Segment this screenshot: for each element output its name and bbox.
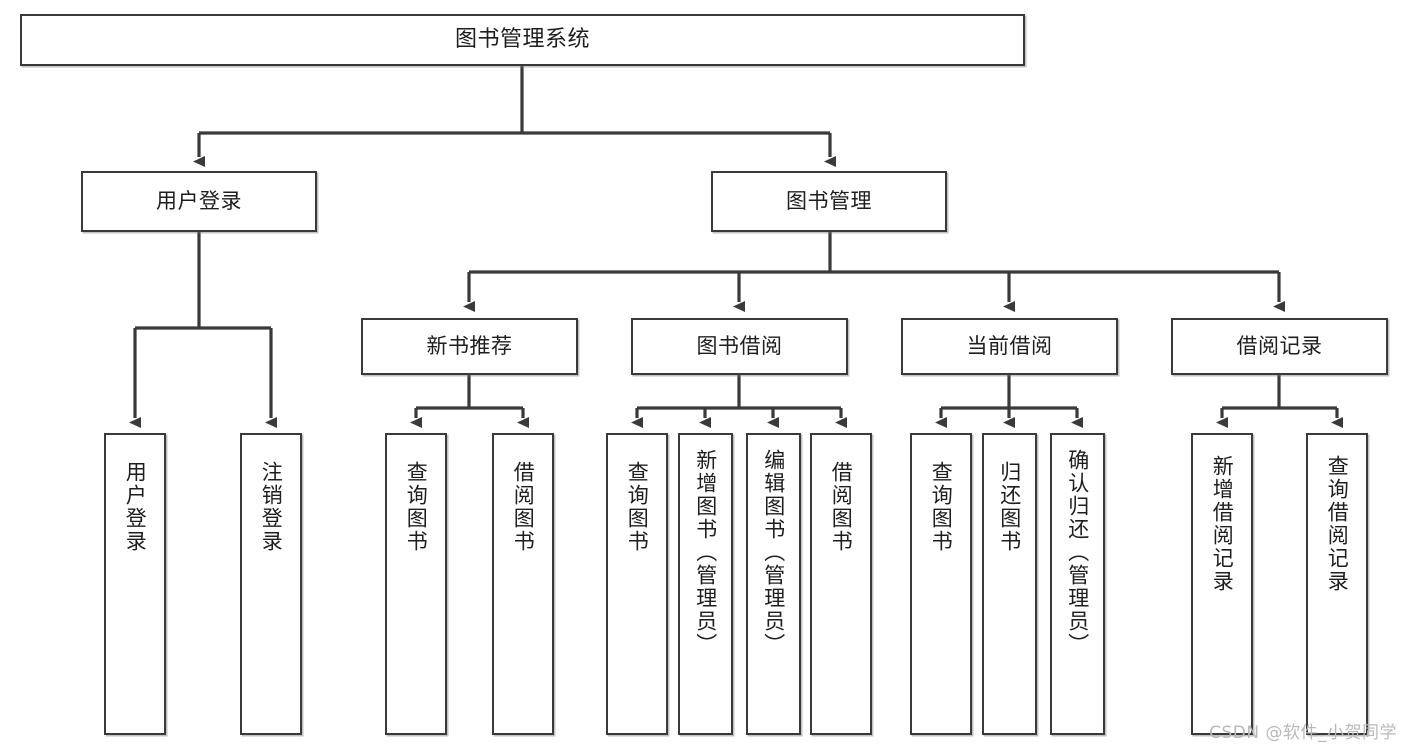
node-root-book-management-system[interactable]: 图书管理系统	[20, 14, 1025, 66]
node-current-borrowing[interactable]: 当前借阅	[901, 318, 1118, 375]
node-label: 查询图书	[625, 461, 650, 553]
node-label: 查询借阅记录	[1325, 455, 1350, 593]
node-borrow-records[interactable]: 借阅记录	[1171, 318, 1388, 375]
leaf-confirm-return-admin[interactable]: 确认归还（管理员）	[1050, 433, 1105, 735]
leaf-edit-book-admin[interactable]: 编辑图书（管理员）	[746, 433, 801, 735]
leaf-query-borrow-record[interactable]: 查询借阅记录	[1306, 433, 1368, 735]
node-label: 借阅记录	[1236, 334, 1323, 359]
leaf-logout[interactable]: 注销登录	[240, 433, 302, 735]
csdn-watermark: CSDN @软件_小贺同学	[1209, 723, 1397, 743]
node-label: 图书借阅	[696, 334, 783, 359]
node-label: 归还图书	[997, 461, 1022, 553]
node-label: 用户登录	[156, 189, 242, 214]
node-label: 编辑图书（管理员）	[761, 449, 786, 656]
node-label: 用户登录	[123, 461, 148, 553]
node-new-book-recommendation[interactable]: 新书推荐	[361, 318, 578, 375]
leaf-add-borrow-record[interactable]: 新增借阅记录	[1191, 433, 1253, 735]
leaf-user-login[interactable]: 用户登录	[104, 433, 166, 735]
node-book-borrowing[interactable]: 图书借阅	[631, 318, 848, 375]
node-user-login[interactable]: 用户登录	[81, 171, 317, 232]
leaf-borrow-book-borrow[interactable]: 借阅图书	[810, 433, 872, 735]
node-label: 确认归还（管理员）	[1065, 449, 1090, 656]
node-label: 新增图书（管理员）	[693, 449, 718, 656]
leaf-query-book-borrow[interactable]: 查询图书	[606, 433, 668, 735]
leaf-add-book-admin[interactable]: 新增图书（管理员）	[678, 433, 733, 735]
leaf-query-book-current[interactable]: 查询图书	[910, 433, 972, 735]
node-label: 借阅图书	[511, 461, 536, 553]
node-label: 注销登录	[259, 461, 284, 553]
leaf-query-book-newbook[interactable]: 查询图书	[385, 433, 447, 735]
node-label: 图书管理系统	[454, 27, 590, 53]
node-label: 借阅图书	[829, 461, 854, 553]
node-label: 当前借阅	[966, 334, 1053, 359]
node-label: 查询图书	[404, 461, 429, 553]
node-label: 新增借阅记录	[1210, 455, 1235, 593]
node-book-management[interactable]: 图书管理	[711, 171, 947, 232]
leaf-borrow-book-newbook[interactable]: 借阅图书	[492, 433, 554, 735]
leaf-return-book[interactable]: 归还图书	[982, 433, 1037, 735]
node-label: 图书管理	[786, 189, 872, 214]
node-label: 新书推荐	[426, 334, 513, 359]
node-label: 查询图书	[929, 461, 954, 553]
